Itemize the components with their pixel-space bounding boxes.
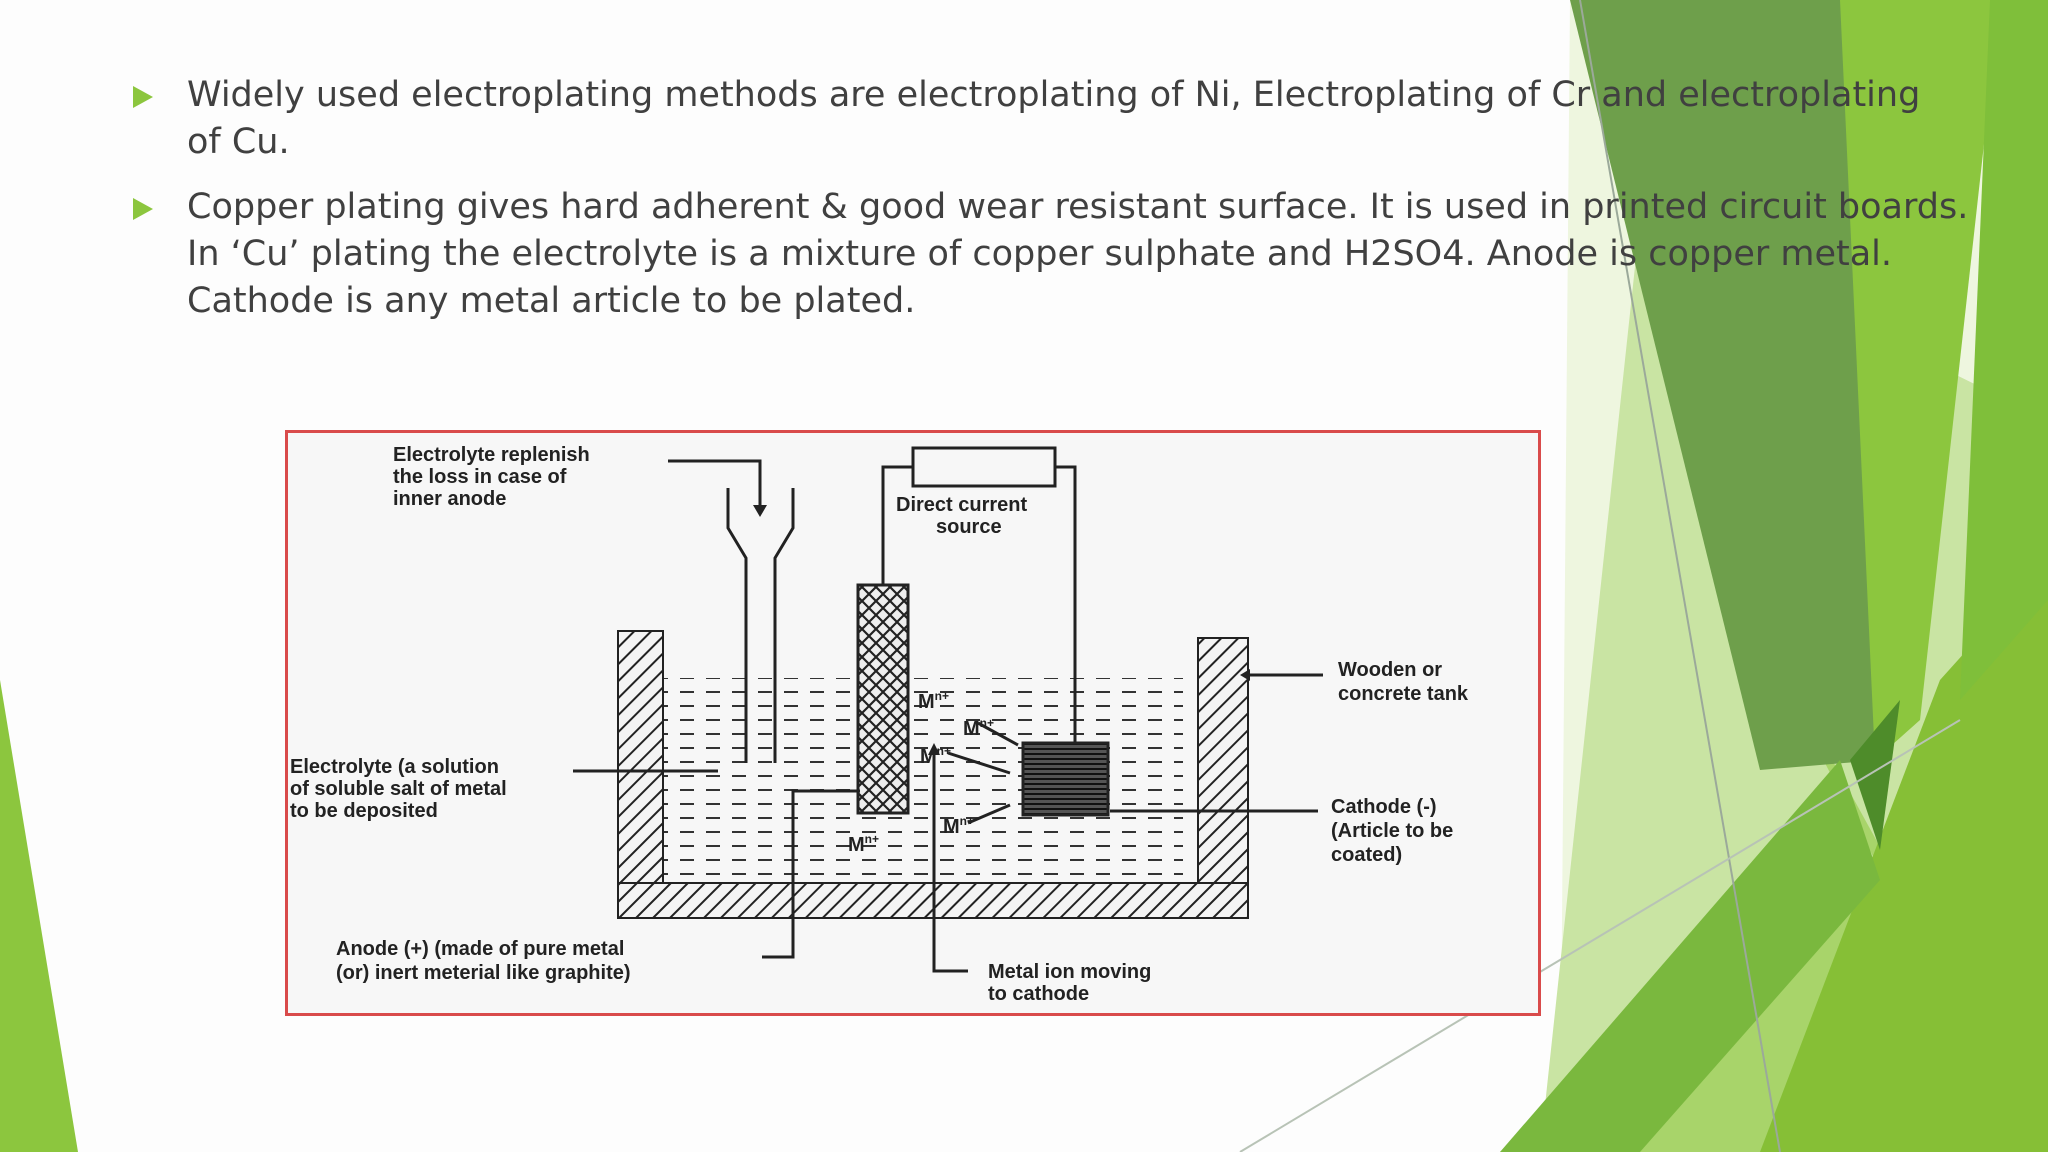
ion-label: Mn+ [918,689,949,713]
ion-moving-label: Metal ion moving to cathode [988,961,1157,1005]
ion-moving-leader-head [928,743,940,755]
bullet-text: Copper plating gives hard adherent & goo… [187,184,1969,325]
electroplating-diagram: Mn+ Mn+ Mn+ Mn+ Mn+ Electrolyte replenis… [285,430,1541,1016]
replenish-arrow-head [753,505,767,517]
bullet-item-2: Copper plating gives hard adherent & goo… [130,184,1969,325]
cathode-article [1021,741,1110,817]
right-green-shape-5 [1960,0,2048,700]
bullet-line: In ‘Cu’ plating the electrolyte is a mix… [187,234,1893,274]
anode-electrode [856,583,910,815]
dc-source-box [911,446,1057,488]
dc-wire-left [881,465,913,585]
decor-line-1 [1579,0,1781,1152]
anode-leader [762,789,860,959]
electrolyte-label: Electrolyte (a solution of soluble salt … [290,756,512,822]
ion-label: Mn+ [943,814,974,838]
diagram-svg: Mn+ Mn+ Mn+ Mn+ Mn+ Electrolyte replenis… [290,444,1469,1005]
bullet-arrow-icon [133,198,153,220]
dc-wire-right [1055,465,1077,743]
tank-label: Wooden or concrete tank [1338,659,1469,705]
bullet-list: Widely used electroplating methods are e… [130,72,1969,343]
tank-leader-head [1240,669,1250,681]
right-dark-green-shape-2 [1850,700,1900,850]
right-green-shape-2 [1840,0,2000,760]
right-dark-green-shape [1570,0,1880,770]
decor-line-2 [1239,719,1961,1152]
bullet-line: of Cu. [187,122,290,162]
bullet-line: Copper plating gives hard adherent & goo… [187,187,1969,227]
left-green-shape [0,680,78,1152]
replenish-label: Electrolyte replenish the loss in case o… [393,444,595,510]
tank-right-wall [1197,637,1249,914]
ion-label: Mn+ [848,832,879,856]
bullet-line: Cathode is any metal article to be plate… [187,281,916,321]
anode-label: Anode (+) (made of pure metal (or) inert… [336,938,631,984]
ion-label: Mn+ [963,716,994,740]
bullet-line: Widely used electroplating methods are e… [187,75,1921,115]
cathode-label: Cathode (-) (Article to be coated) [1331,796,1459,866]
replenish-funnel [726,488,795,763]
ion-arrow [977,721,1019,747]
replenish-arrow [668,459,762,508]
bullet-arrow-icon [133,86,153,108]
dc-source-label: Direct current source [896,494,1033,538]
ion-arrow [947,751,1011,775]
right-green-shape-4 [1500,760,1880,1152]
ion-moving-leader [932,753,968,973]
ion-arrow [967,803,1011,825]
right-green-shape-3 [1760,560,2048,1152]
bullet-item-1: Widely used electroplating methods are e… [130,72,1960,166]
bullet-text: Widely used electroplating methods are e… [187,72,1960,166]
